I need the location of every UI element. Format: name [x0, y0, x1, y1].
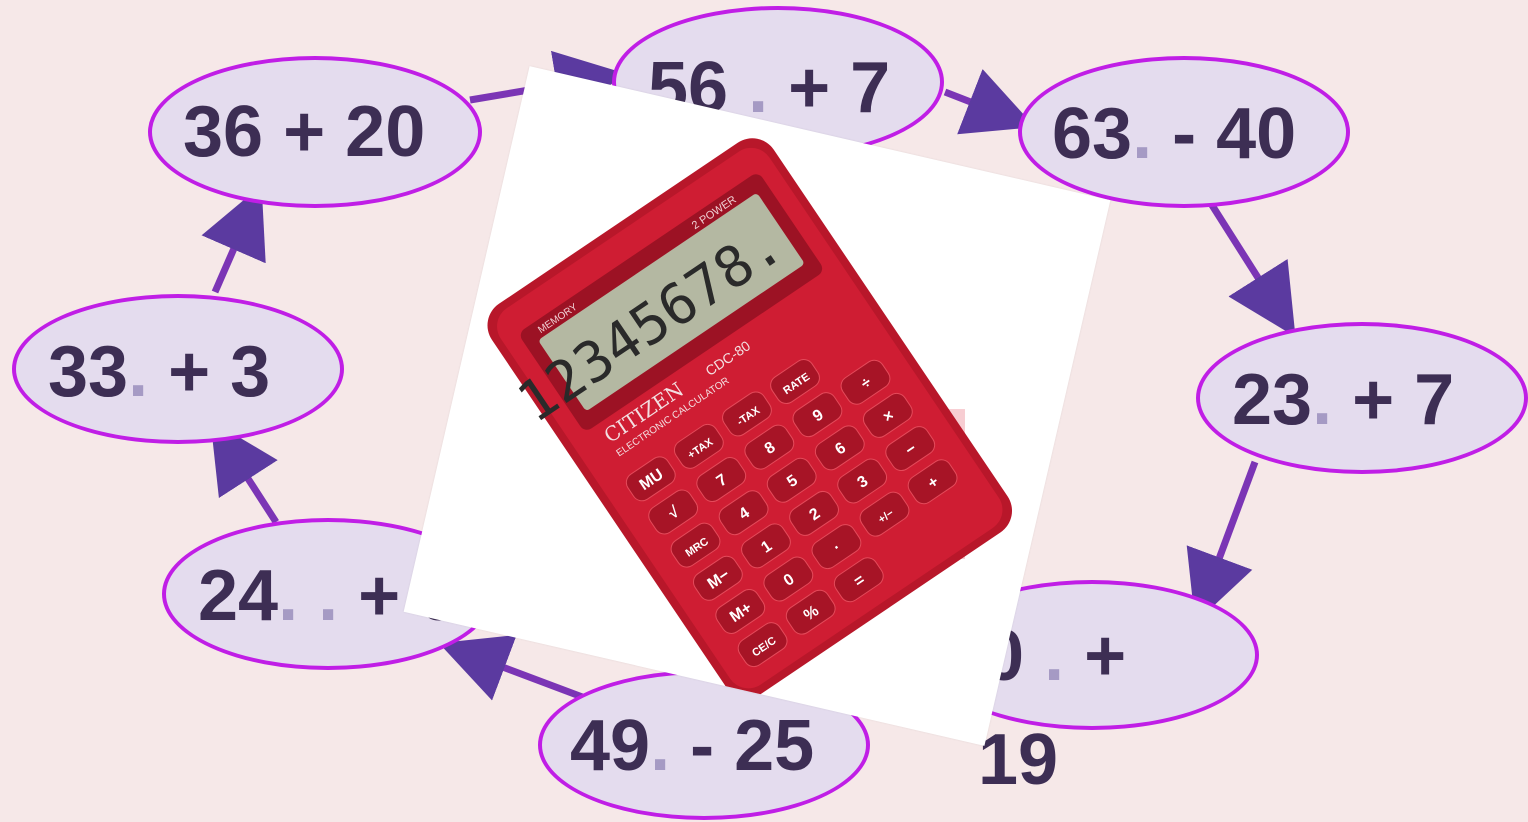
- expression-2-dots: .: [728, 48, 769, 128]
- expression-7: 24. . + 9: [198, 560, 460, 632]
- calculator-key: [792, 392, 843, 438]
- expression-1-number: 36: [183, 92, 264, 172]
- calculator-key: [722, 391, 772, 437]
- arrow-3: [1207, 200, 1296, 337]
- expression-1: 36 + 20: [183, 96, 425, 168]
- oval-1: [148, 56, 482, 208]
- expression-5-operation: +: [1064, 616, 1127, 696]
- expression-7-number: 24: [198, 556, 279, 636]
- calculator-key: [737, 622, 788, 668]
- calculator-key: [789, 490, 839, 536]
- calculator-keypad: MU+TAX-TAXRATE√789÷MRC456×M−123−M+0·+/−+…: [625, 359, 958, 668]
- calculator-key: [741, 523, 791, 569]
- expression-3-operation: - 40: [1152, 94, 1297, 174]
- calculator-key: [648, 489, 699, 535]
- calculator-key: [692, 555, 743, 601]
- expression-6-dots: .: [650, 706, 671, 786]
- calculator-key: [862, 392, 913, 438]
- expression-4-dots: .: [1312, 360, 1333, 440]
- expression-4-number: 23: [1232, 360, 1313, 440]
- oval-3: [1018, 56, 1350, 208]
- calculator-key: [744, 424, 795, 470]
- expression-8-number: 33: [48, 332, 129, 412]
- calculator-illustration: 12345678. MEMORY 2 POWER CITIZEN CDC-80 …: [487, 138, 1013, 698]
- calculator-key: [763, 556, 814, 602]
- arrow-6: [210, 420, 279, 524]
- calculator-key: [673, 423, 724, 469]
- arrow-4: [1186, 460, 1259, 624]
- expression-6-number: 49: [570, 706, 651, 786]
- expression-7-dots: . .: [278, 556, 339, 636]
- calculator-key: [907, 459, 958, 505]
- expression-4-operation: + 7: [1332, 360, 1455, 440]
- expression-6: 49. - 25: [570, 710, 814, 782]
- expression-2-operation: + 7: [768, 48, 891, 128]
- calculator-key: [625, 456, 676, 502]
- calculator-key: [837, 458, 888, 504]
- calculator-key: [814, 425, 865, 471]
- calculator-key: [811, 524, 862, 570]
- calculator-key: [885, 426, 936, 472]
- expression-1-operation: + 20: [263, 92, 426, 172]
- oval-8: [12, 294, 344, 444]
- calculator-key: [840, 359, 891, 405]
- calculator-key: [766, 457, 817, 503]
- calculator-key: [670, 522, 721, 568]
- arrow-5: [438, 634, 587, 702]
- calculator-key: [715, 588, 766, 634]
- expression-5-continued: 19: [978, 720, 1059, 800]
- calculator-key: [833, 557, 884, 603]
- expression-8-operation: + 3: [148, 332, 271, 412]
- calculator-photo: 12345678. MEMORY 2 POWER CITIZEN CDC-80 …: [403, 66, 1111, 746]
- calculator-key: [770, 359, 820, 404]
- expression-8: 33. + 3: [48, 336, 270, 408]
- expression-3-number: 63: [1052, 94, 1133, 174]
- expression-3: 63. - 40: [1052, 98, 1296, 170]
- arrow-7: [201, 185, 266, 294]
- arrow-2: [943, 69, 1036, 135]
- calculator-key: [859, 491, 910, 537]
- expression-4: 23. + 7: [1232, 364, 1454, 436]
- calculator-display: [539, 194, 804, 410]
- oval-4: [1196, 322, 1528, 474]
- expression-8-dots: .: [128, 332, 149, 412]
- calculator-key: [696, 457, 747, 503]
- calculator-key: [785, 589, 836, 635]
- expression-5-dots: .: [1024, 616, 1065, 696]
- expression-3-dots: .: [1132, 94, 1153, 174]
- calculator-key: [718, 490, 769, 536]
- expression-6-operation: - 25: [670, 706, 815, 786]
